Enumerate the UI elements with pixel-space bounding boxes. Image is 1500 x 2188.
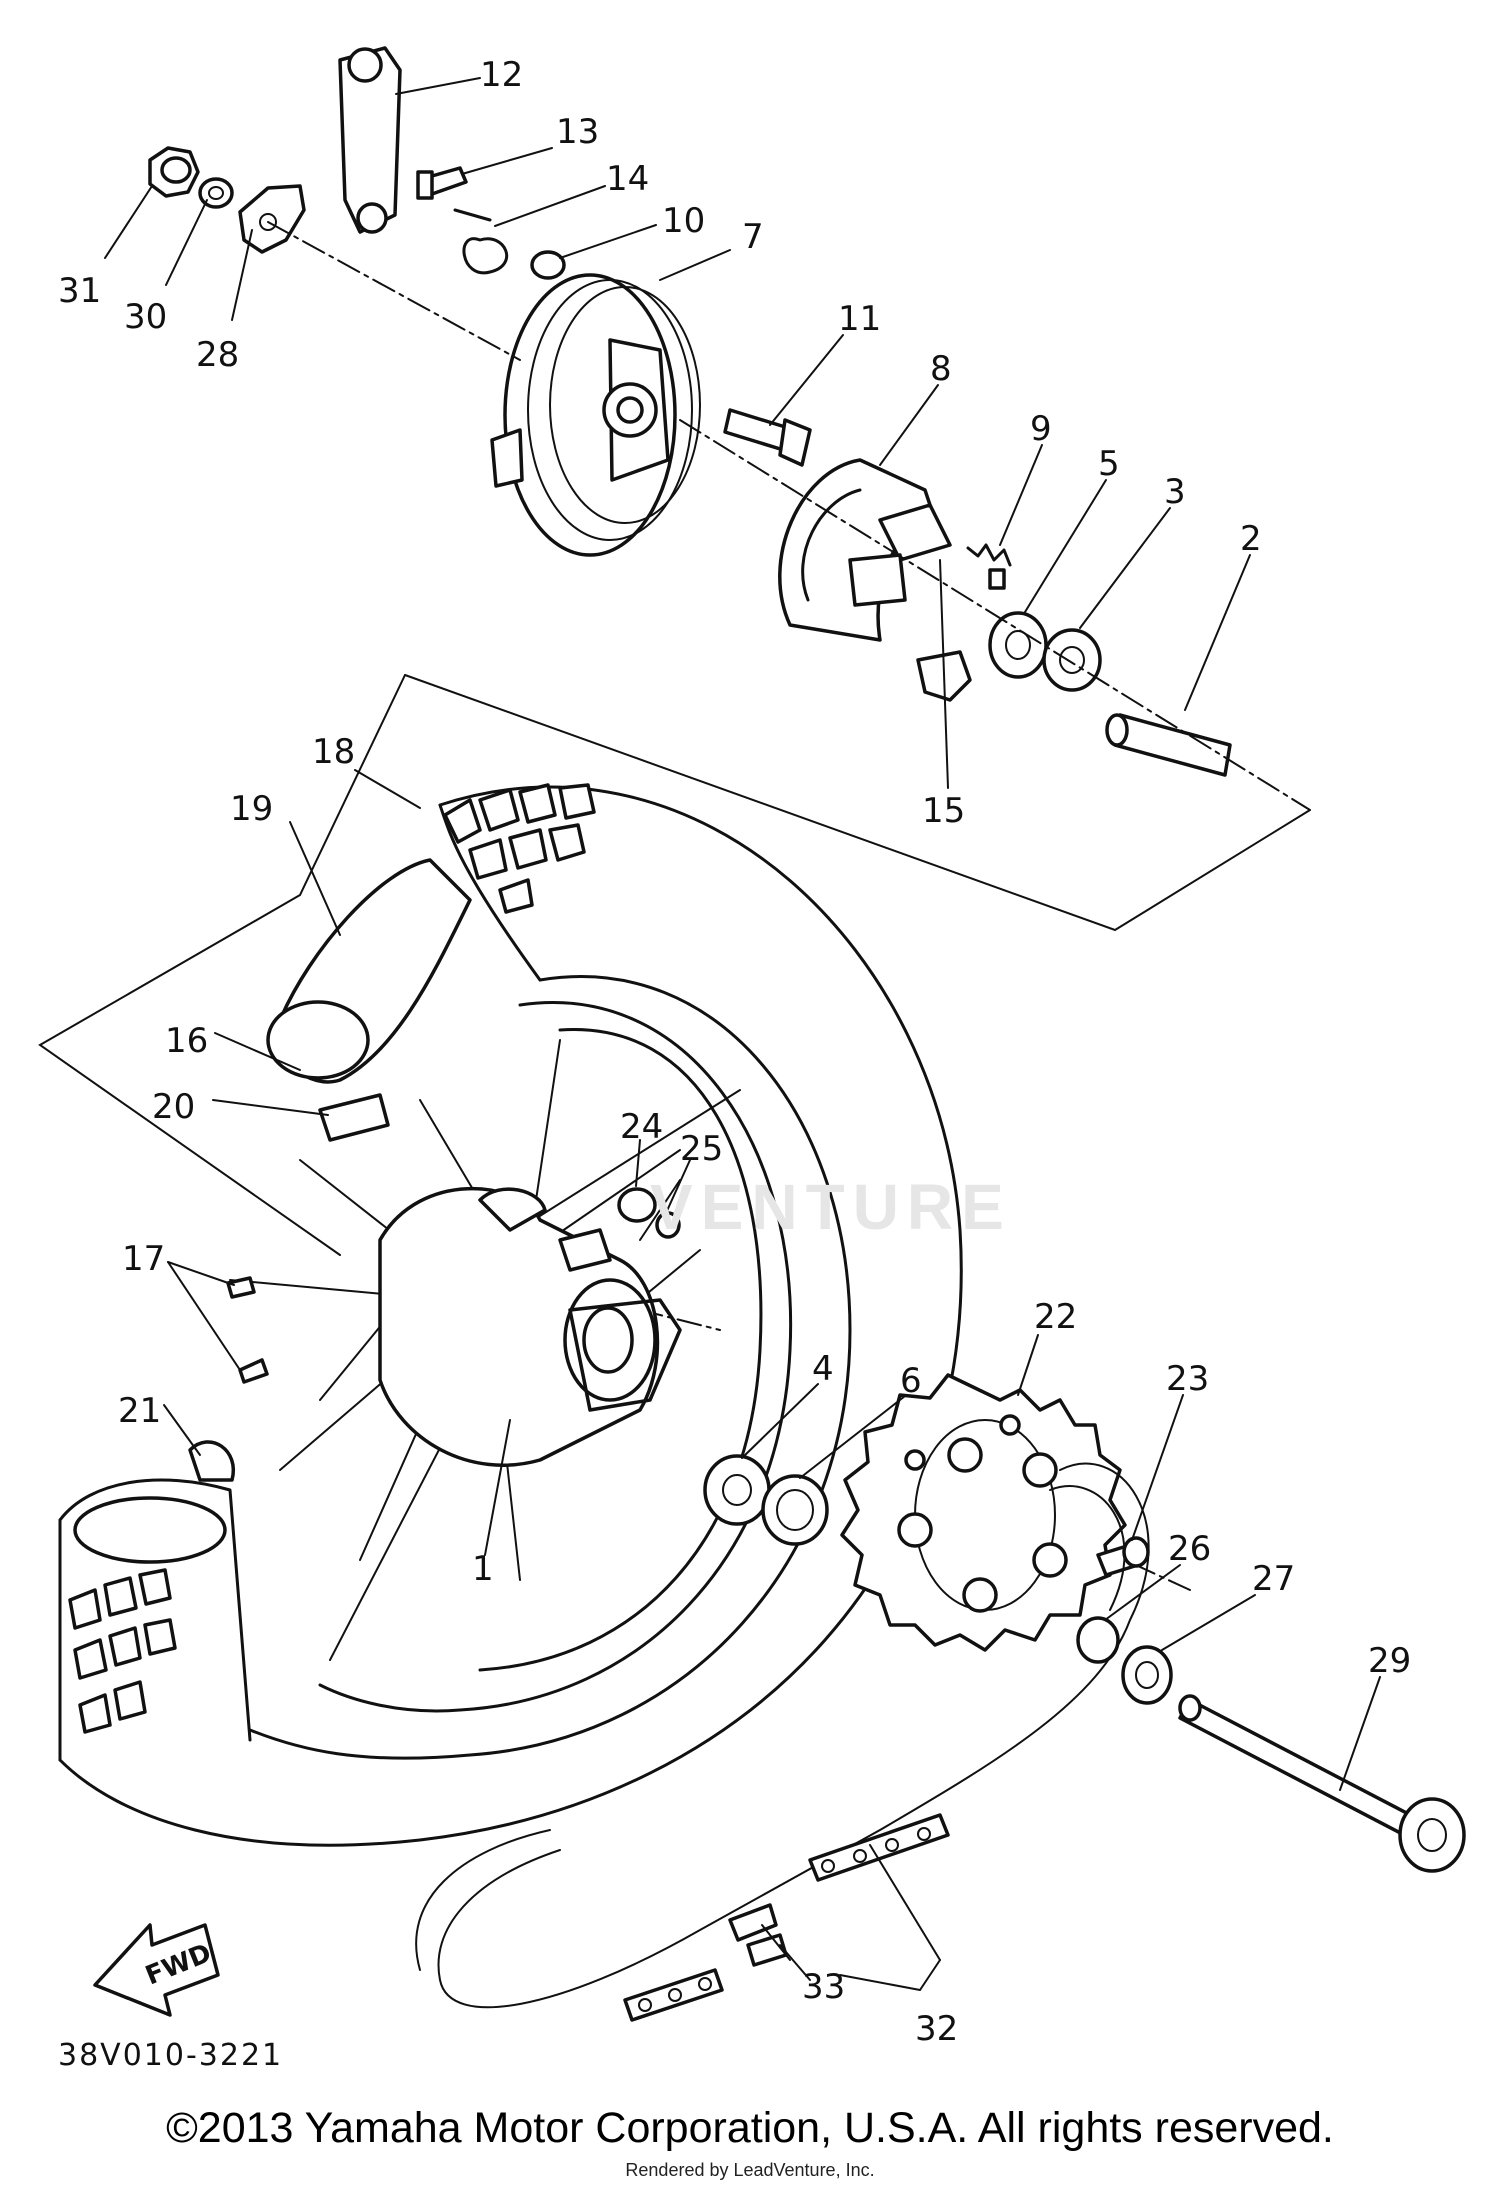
part-31-nut (148, 146, 200, 198)
part-33-master-link (728, 1903, 788, 1967)
callout-24: 24 (620, 1107, 663, 1147)
part-6-seal (761, 1474, 829, 1546)
part-13-bolt (416, 166, 468, 200)
callout-11: 11 (838, 299, 881, 339)
part-7-brake-plate (490, 273, 701, 557)
callout-7: 7 (742, 217, 764, 257)
callout-26: 26 (1168, 1529, 1211, 1569)
part-22-sprocket (840, 1373, 1127, 1652)
callout-25: 25 (680, 1129, 723, 1169)
callout-labels: 1 2 3 4 5 6 7 8 9 10 11 12 13 14 15 16 1… (58, 55, 1411, 2049)
callout-13: 13 (556, 112, 599, 152)
part-3-bearing (1042, 628, 1102, 692)
diagram-part-code: 38V010-3221 (58, 2038, 283, 2073)
callout-8: 8 (930, 349, 952, 389)
part-28-plate (238, 184, 306, 254)
callout-18: 18 (312, 732, 355, 772)
callout-2: 2 (1240, 519, 1262, 559)
callout-23: 23 (1166, 1359, 1209, 1399)
tire-tread-top (443, 783, 596, 914)
callout-4: 4 (812, 1349, 834, 1389)
fwd-arrow-icon: FWD (93, 1923, 220, 2017)
callout-1: 1 (472, 1549, 494, 1589)
alignment-lines (38, 221, 1311, 1591)
part-26-collar (1076, 1616, 1120, 1664)
part-4-bearing (703, 1454, 771, 1526)
callout-29: 29 (1368, 1641, 1411, 1681)
callout-31: 31 (58, 271, 101, 311)
callout-3: 3 (1164, 472, 1186, 512)
part-9-spring (966, 543, 1012, 590)
part-12-brake-arm (338, 46, 402, 234)
part-14-spring (453, 208, 509, 275)
callout-33: 33 (802, 1967, 845, 2007)
callout-12: 12 (480, 55, 523, 95)
callout-20: 20 (152, 1087, 195, 1127)
part-17-valves (226, 1276, 269, 1384)
callout-16: 16 (165, 1021, 208, 1061)
callout-32: 32 (915, 2009, 958, 2049)
drive-chain (415, 1462, 1150, 2009)
part-27-seal (1121, 1645, 1173, 1705)
callout-6: 6 (900, 1361, 922, 1401)
callout-9: 9 (1030, 409, 1052, 449)
part-2-spacer (1105, 713, 1232, 777)
rendered-by-note: Rendered by LeadVenture, Inc. (625, 2160, 875, 2180)
callout-5: 5 (1098, 444, 1120, 484)
wheel-tire (58, 783, 963, 1847)
part-11-camshaft (723, 408, 812, 467)
part-8-brake-shoe (778, 458, 952, 642)
part-24-collar (617, 1187, 657, 1223)
part-5-bearing (988, 611, 1048, 679)
leader-lines (104, 77, 1381, 1991)
callout-15: 15 (922, 791, 965, 831)
part-1-hub (378, 1187, 682, 1467)
part-29-axle (1178, 1694, 1466, 1873)
copyright-notice: ©2013 Yamaha Motor Corporation, U.S.A. A… (166, 2104, 1334, 2152)
callout-27: 27 (1252, 1559, 1295, 1599)
part-32-chain-section (623, 1813, 950, 2022)
callout-30: 30 (124, 297, 167, 337)
callout-22: 22 (1034, 1297, 1077, 1337)
part-25-washer (655, 1211, 681, 1239)
callout-10: 10 (662, 201, 705, 241)
tire-tread-bottom (68, 1568, 177, 1734)
callout-19: 19 (230, 789, 273, 829)
part-10-seal (530, 250, 566, 280)
callout-28: 28 (196, 335, 239, 375)
callout-14: 14 (606, 159, 649, 199)
callout-21: 21 (118, 1391, 161, 1431)
callout-17: 17 (122, 1239, 165, 1279)
